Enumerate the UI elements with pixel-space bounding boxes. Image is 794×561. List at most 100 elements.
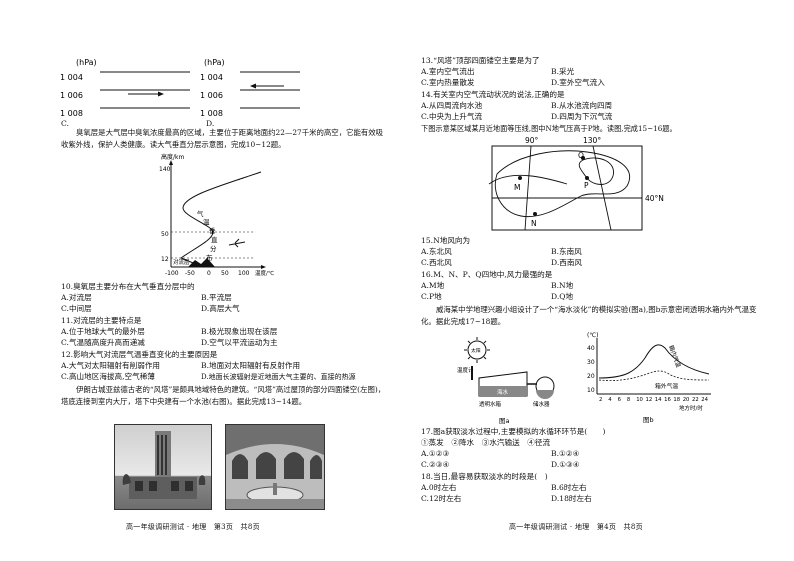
q16-option-a[interactable]: A.M地 (421, 281, 445, 290)
q17-statements: ①蒸发 ②降水 ③水汽输送 ④径流 (421, 438, 551, 447)
q15-option-a[interactable]: A.东北风 (421, 247, 452, 256)
q11-option-a[interactable]: A.位于地球大气的最外层 (61, 327, 145, 336)
fig-b-x-tick: 22 (692, 397, 699, 403)
q10-option-a[interactable]: A.对流层 (61, 293, 92, 302)
q15-option-c[interactable]: C.西北风 (421, 258, 452, 267)
isobar-map: 90° 130° 40°N M Q P N (488, 136, 664, 231)
fig-b-x-tick: 8 (627, 397, 631, 403)
q10-option-d[interactable]: D.高层大气 (201, 304, 240, 313)
temperature-profile-curve (179, 171, 262, 268)
map-point-n: N (531, 219, 537, 228)
q10-stem: 10.臭氧层主要分布在大气垂直分层中的 (61, 282, 195, 291)
fig-b-x-tick: 12 (646, 397, 653, 403)
isobar-options-figure: (hPa) 1 004 1 006 1 008 (hPa) 1 004 1 00… (60, 58, 300, 118)
fig-b-x-tick: 20 (683, 397, 690, 403)
q13-option-d[interactable]: D.室外空气流入 (551, 78, 605, 87)
figure-b-caption: 图b (643, 416, 654, 424)
q18-option-c[interactable]: C.12时左右 (421, 494, 462, 503)
layer-label-4: 直 (211, 235, 218, 244)
fig-b-x-tick: 14 (655, 397, 662, 403)
right-page-footer: 高一年级调研测试 · 地理 第4页 共8页 (509, 523, 643, 531)
map-lon-right: 130° (583, 136, 601, 145)
x-tick-neg50: -50 (185, 270, 195, 277)
q12-option-a[interactable]: A.大气对太阳辐射有削弱作用 (61, 361, 161, 370)
q18-option-d[interactable]: D.18时左右 (551, 494, 592, 503)
q14-option-b[interactable]: B.从水池流向四周 (551, 101, 613, 110)
isobar-d-1008: 1 008 (200, 109, 223, 118)
q12-option-b[interactable]: B.地面对太阳辐射有反射作用 (201, 361, 301, 370)
q14-option-c[interactable]: C.中央为上升气流 (421, 112, 483, 121)
isobar-c-1004: 1 004 (60, 73, 83, 82)
ground-layer-label: 对流层 (173, 258, 190, 266)
q10-option-c[interactable]: C.中间层 (61, 304, 92, 313)
q11-option-d[interactable]: D.空气以平流运动为主 (201, 338, 278, 347)
q15-stem: 15.N地风向为 (421, 236, 471, 245)
q12-option-c[interactable]: C.高山地区海拔高,空气稀薄 (61, 372, 155, 381)
option-c-letter: C. (61, 119, 69, 128)
map-lat: 40°N (645, 194, 664, 203)
q11-stem: 11.对流层的主要特点是 (61, 316, 142, 325)
thermometer-label: 温度计 (457, 366, 474, 374)
q14-option-d[interactable]: D.四周为下沉气流 (551, 112, 613, 121)
sun-icon (467, 340, 487, 360)
isobar-d-1004: 1 004 (200, 73, 223, 82)
q13-option-b[interactable]: B.采光 (551, 67, 575, 76)
collector-label: 储水器 (533, 400, 550, 408)
q10-option-b[interactable]: B.平流层 (201, 293, 232, 302)
q14-option-a[interactable]: A.从四周流向水池 (421, 101, 483, 110)
q13-option-a[interactable]: A.室内空气流出 (421, 67, 475, 76)
q17-option-d[interactable]: D.①③④ (551, 460, 580, 469)
figure-a-caption: 图a (499, 417, 510, 425)
q11-option-b[interactable]: B.极光现象出现在该层 (201, 327, 278, 336)
q16-stem: 16.M、N、P、Q四地中,风力最强的是 (421, 270, 553, 279)
y-tick-140: 140 (159, 166, 171, 173)
mountain-icon (188, 258, 215, 267)
q15-option-b[interactable]: B.东南风 (551, 247, 582, 256)
layer-label-1: 气 (197, 209, 204, 218)
figure-a-desalination: 太阳 温度计 海水 透明水箱 储水器 图a (457, 337, 555, 425)
q17-option-b[interactable]: B.①②④ (551, 449, 580, 458)
atmosphere-layer-chart: 高度/km 140 50 12 气 温 垂 直 分 布 对流层 -100 -50… (159, 153, 274, 277)
fig-b-y-label: (℃) (587, 332, 598, 339)
option-d-letter: D. (206, 119, 215, 128)
seawater-label: 海水 (497, 388, 509, 396)
q18-option-a[interactable]: A.0时左右 (421, 483, 457, 492)
q13-option-c[interactable]: C.室内热量散发 (421, 78, 475, 87)
isobar-d-1006: 1 006 (200, 91, 223, 100)
fig-b-x-tick: 10 (636, 397, 643, 403)
map-point-p: P (584, 181, 589, 190)
x-tick-neg100: -100 (165, 270, 179, 277)
map-point-m: M (514, 183, 520, 192)
q16-option-d[interactable]: D.Q地 (551, 292, 574, 301)
q17-stem: 17.图a获取淡水过程中,主要模拟的水循环环节是( ) (421, 427, 606, 436)
map-point-q: Q (578, 151, 584, 160)
q16-option-c[interactable]: C.P地 (421, 292, 442, 301)
q11-option-c[interactable]: C.气温随高度升高而递减 (61, 338, 145, 347)
fig-b-x-tick: 16 (664, 397, 671, 403)
inside-temp-label: 箱内气温 (667, 344, 683, 369)
outside-temp-label: 箱外气温 (655, 382, 678, 390)
q14-stem: 14.有关室内空气流动状况的说法,正确的是 (421, 90, 565, 99)
y-tick-50: 50 (161, 231, 169, 238)
fig-b-x-tick: 2 (599, 397, 602, 403)
q17-option-c[interactable]: C.②③④ (421, 460, 450, 469)
x-axis-label: 温度/℃ (255, 269, 274, 277)
map-lon-left: 90° (525, 136, 539, 145)
x-tick-100: 100 (238, 270, 250, 277)
q16-option-b[interactable]: B.N地 (551, 281, 574, 290)
y-tick-12: 12 (161, 256, 169, 263)
q18-option-b[interactable]: B.6时左右 (551, 483, 587, 492)
outside-temperature-curve (598, 370, 710, 381)
x-tick-0: 0 (207, 270, 211, 277)
isobar-c-1008: 1 008 (60, 109, 83, 118)
right-page: 13.“风塔”顶部四面镂空主要是为了 A.室内空气流出 B.采光 C.室内热量散… (397, 0, 794, 561)
isobar-d-unit: (hPa) (204, 58, 225, 67)
fig-b-x-tick: 18 (673, 397, 680, 403)
sun-label: 太阳 (471, 347, 481, 354)
q15-option-d[interactable]: D.西南风 (551, 258, 583, 267)
fig-b-x-label: 地方时/时 (679, 404, 703, 412)
left-page: (hPa) 1 004 1 006 1 008 (hPa) 1 004 1 00… (60, 58, 385, 531)
q12-option-d[interactable]: D.地面长波辐射是近地面大气主要的、直接的热源 (201, 373, 356, 381)
q17-option-a[interactable]: A.①②③ (421, 449, 450, 458)
